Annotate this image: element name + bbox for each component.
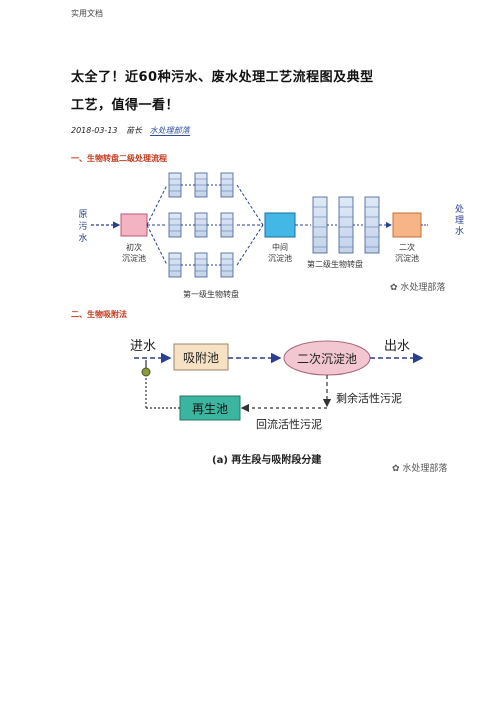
stage1-discs	[168, 172, 234, 278]
middle-tank-label-2: 沉淀池	[268, 253, 292, 263]
figure-biosorption: 进水 吸附池 二次沉淀池 出水 剩余活性污泥 回流活性污泥 再生池 (a) 再生…	[130, 339, 424, 466]
watermark-2: ✿ 水处理部落	[392, 461, 447, 474]
author-name: 苗长	[126, 126, 143, 135]
publish-date: 2018-03-13	[71, 126, 118, 135]
return-sludge-label: 回流活性污泥	[256, 417, 322, 431]
branch-lines	[146, 184, 264, 266]
section-1-heading: 一、生物转盘二级处理流程	[71, 154, 167, 163]
inlet-label-char-2: 污	[78, 220, 87, 232]
section-2-heading: 二、生物吸附法	[71, 310, 127, 319]
outlet-label-char-3: 水	[455, 227, 465, 237]
stage2-label: 第二级生物转盘	[307, 259, 363, 269]
excess-sludge-label: 剩余活性污泥	[336, 391, 402, 405]
secondary-tank-label-1: 二次	[399, 242, 415, 252]
primary-tank-label-2: 沉淀池	[122, 253, 146, 263]
primary-tank-label-1: 初次	[126, 242, 142, 252]
stage2-discs	[312, 196, 380, 254]
adsorption-tank-box	[173, 343, 229, 371]
article-title-line-1: 太全了！近60种污水、废水处理工艺流程图及典型	[71, 70, 374, 85]
article-meta: 2018-03-13 苗长 水处理部落	[71, 125, 190, 136]
outlet-label: 处 理 水	[455, 205, 465, 238]
wechat-icon: ✿	[390, 283, 398, 293]
outlet-text: 出水	[384, 339, 410, 354]
junction-node	[141, 367, 151, 377]
source-link[interactable]: 水处理部落	[149, 126, 190, 136]
primary-tank-box	[120, 213, 148, 237]
wechat-icon-2: ✿	[392, 464, 400, 474]
regeneration-tank-box	[179, 395, 241, 421]
watermark-1: ✿ 水处理部落	[390, 280, 445, 293]
figure-rbc-process: 原 污 水 初次 沉淀池	[78, 172, 428, 299]
watermark-2-text: 水处理部落	[402, 464, 448, 474]
inlet-text: 进水	[130, 339, 156, 354]
middle-tank-label-1: 中间	[272, 242, 288, 252]
outlet-label-char-2: 理	[455, 216, 465, 226]
document-header-label: 实用文档	[71, 9, 103, 18]
regeneration-tank-label: 再生池	[192, 402, 228, 416]
stage1-label: 第一级生物转盘	[183, 289, 239, 299]
inlet-label-char-3: 水	[78, 232, 87, 244]
watermark-1-text: 水处理部落	[400, 283, 446, 293]
adsorption-tank-label: 吸附池	[183, 351, 219, 365]
outlet-label-char-1: 处	[455, 205, 465, 215]
figure-caption: (a) 再生段与吸附段分建	[212, 453, 322, 466]
secondary-tank-box	[392, 212, 422, 238]
sedimentation-tank-label: 二次沉淀池	[297, 352, 357, 366]
secondary-tank-label-2: 沉淀池	[395, 253, 419, 263]
inlet-label-char-1: 原	[78, 209, 87, 220]
middle-tank-box	[264, 212, 296, 238]
article-title-line-2: 工艺，值得一看！	[71, 98, 180, 113]
